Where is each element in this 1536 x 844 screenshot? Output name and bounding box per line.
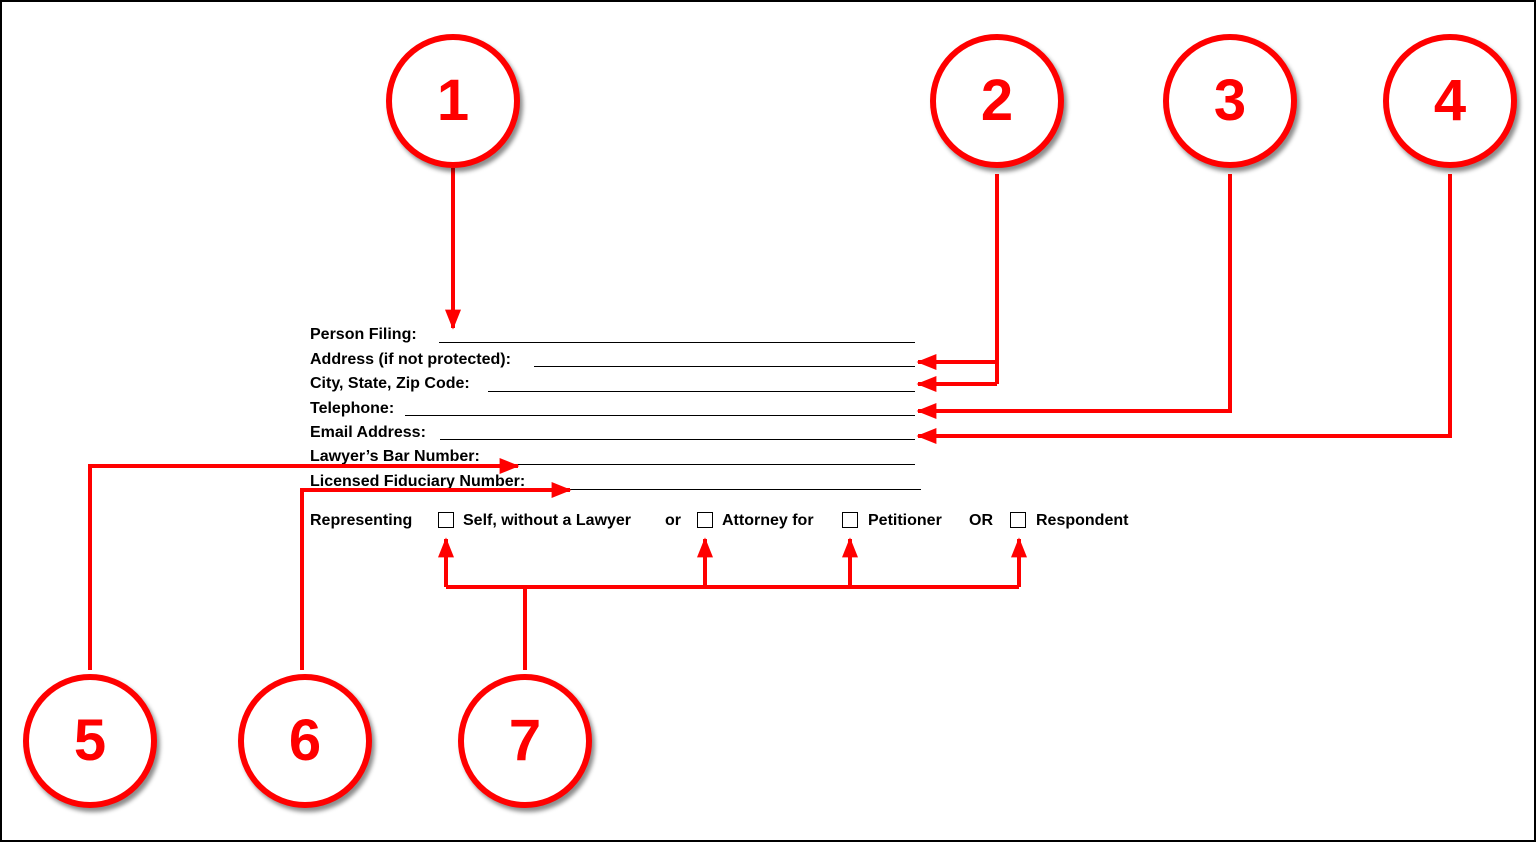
- attorney-checkbox[interactable]: [697, 512, 713, 528]
- callout-4: 4: [1383, 34, 1517, 168]
- or-text: or: [665, 512, 681, 529]
- respondent-checkbox[interactable]: [1010, 512, 1026, 528]
- city-state-zip-field[interactable]: [488, 391, 915, 392]
- self-checkbox[interactable]: [438, 512, 454, 528]
- respondent-label: Respondent: [1036, 512, 1129, 529]
- callout-2: 2: [930, 34, 1064, 168]
- telephone-label: Telephone:: [310, 400, 395, 417]
- fiduciary-number-field[interactable]: [550, 489, 921, 490]
- representing-label: Representing: [310, 512, 413, 529]
- callout-6-number: 6: [288, 708, 322, 773]
- petitioner-checkbox[interactable]: [842, 512, 858, 528]
- callout-4-number: 4: [1433, 68, 1467, 133]
- arrow-6: [300, 482, 572, 670]
- arrow-4: [916, 174, 1452, 444]
- bar-number-label: Lawyer’s Bar Number:: [310, 448, 480, 465]
- address-field[interactable]: [534, 366, 915, 367]
- bar-number-field[interactable]: [498, 464, 915, 465]
- self-option-label: Self, without a Lawyer: [463, 512, 632, 529]
- email-address-field[interactable]: [440, 439, 915, 440]
- callout-5: 5: [23, 674, 157, 808]
- telephone-field[interactable]: [405, 415, 915, 416]
- callout-3-number: 3: [1213, 68, 1247, 133]
- person-filing-label: Person Filing:: [310, 326, 417, 343]
- fiduciary-number-label: Licensed Fiduciary Number:: [310, 473, 526, 490]
- callout-7-number: 7: [508, 708, 542, 773]
- arrow-3: [916, 174, 1232, 419]
- callout-7: 7: [458, 674, 592, 808]
- address-label: Address (if not protected):: [310, 351, 511, 368]
- attorney-for-label: Attorney for: [722, 512, 814, 529]
- email-address-label: Email Address:: [310, 424, 426, 441]
- arrow-5: [88, 458, 520, 670]
- callout-6: 6: [238, 674, 372, 808]
- person-filing-field[interactable]: [439, 342, 915, 343]
- callout-2-number: 2: [980, 68, 1014, 133]
- callout-3: 3: [1163, 34, 1297, 168]
- callout-5-number: 5: [73, 708, 107, 773]
- callout-1-number: 1: [436, 68, 470, 133]
- or-upper-text: OR: [969, 512, 993, 529]
- city-state-zip-label: City, State, Zip Code:: [310, 375, 470, 392]
- petitioner-label: Petitioner: [868, 512, 942, 529]
- callout-1: 1: [386, 34, 520, 168]
